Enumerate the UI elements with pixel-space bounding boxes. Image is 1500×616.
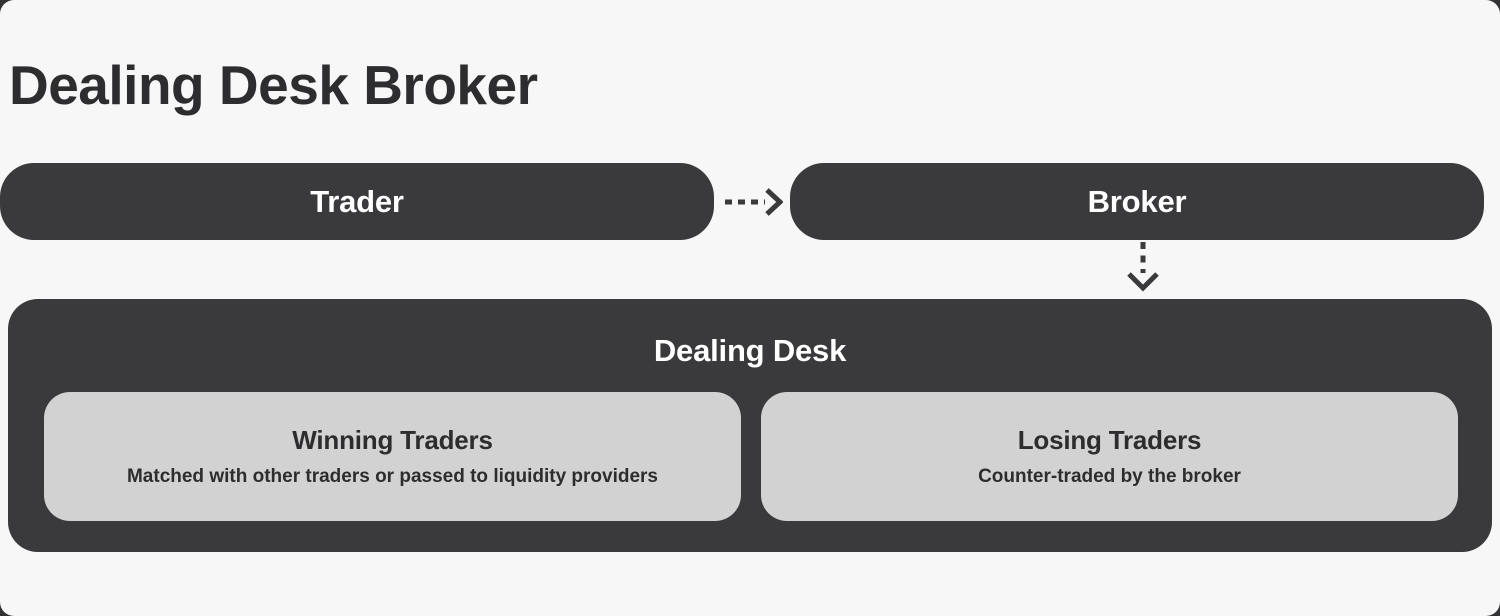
losing-traders-box: Losing Traders Counter-traded by the bro… <box>761 392 1458 521</box>
winning-traders-title: Winning Traders <box>292 425 493 455</box>
winning-traders-box: Winning Traders Matched with other trade… <box>44 392 741 521</box>
dealing-desk-container: Dealing Desk Winning Traders Matched wit… <box>8 299 1492 552</box>
dealing-desk-title: Dealing Desk <box>653 333 847 368</box>
broker-node: Broker <box>790 163 1484 240</box>
losing-traders-subtitle: Counter-traded by the broker <box>978 466 1241 487</box>
arrow-right-icon <box>716 163 790 240</box>
trader-node-label: Trader <box>310 183 404 219</box>
broker-node-label: Broker <box>1087 183 1187 219</box>
dealing-desk-boxes: Winning Traders Matched with other trade… <box>44 392 1458 521</box>
losing-traders-title: Losing Traders <box>1017 425 1202 455</box>
arrow-down-icon <box>1126 242 1160 294</box>
trader-node: Trader <box>0 163 714 240</box>
page-title: Dealing Desk Broker <box>9 54 538 116</box>
winning-traders-subtitle: Matched with other traders or passed to … <box>126 466 659 487</box>
